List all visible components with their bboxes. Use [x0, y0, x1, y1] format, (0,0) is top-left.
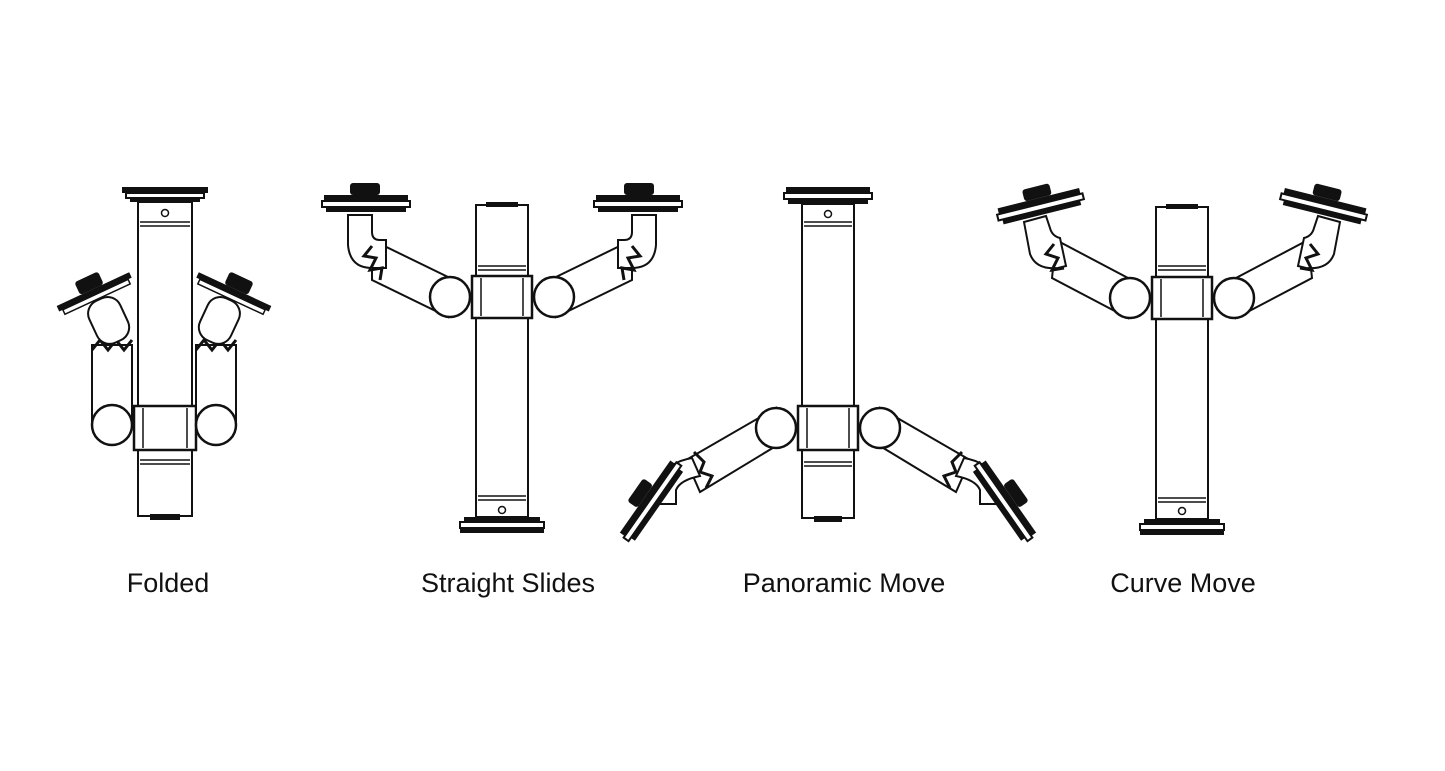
straight-center-hub	[470, 274, 534, 320]
curve-move-configuration	[995, 183, 1369, 535]
caption-straight-slides: Straight Slides	[420, 568, 596, 598]
curve-bottom-plate	[1139, 519, 1225, 535]
folded-right-arm	[194, 272, 272, 447]
folded-center-hub	[132, 404, 198, 452]
straight-right-arm	[532, 183, 683, 319]
folded-top-plate	[122, 187, 208, 202]
curve-left-arm	[995, 183, 1152, 320]
caption-curve-move: Curve Move	[1110, 568, 1256, 598]
straight-left-arm	[321, 183, 472, 319]
panoramic-center-hub	[796, 404, 860, 452]
panoramic-main-column	[801, 203, 855, 519]
folded-main-column	[137, 201, 193, 517]
panoramic-right-arm	[858, 406, 1037, 543]
curve-center-hub	[1150, 275, 1214, 321]
curve-main-column	[1155, 206, 1209, 520]
caption-panoramic-move: Panoramic Move	[742, 568, 946, 598]
straight-bottom-plate	[459, 517, 545, 533]
straight-slides-configuration	[321, 183, 683, 533]
curve-right-arm	[1212, 183, 1369, 320]
panoramic-top-plate	[783, 187, 873, 204]
straight-main-column	[475, 204, 529, 518]
caption-folded: Folded	[126, 568, 210, 598]
folded-left-arm	[56, 272, 134, 447]
panoramic-left-arm	[619, 406, 798, 543]
folded-configuration	[56, 187, 272, 520]
panoramic-move-configuration	[619, 187, 1037, 543]
